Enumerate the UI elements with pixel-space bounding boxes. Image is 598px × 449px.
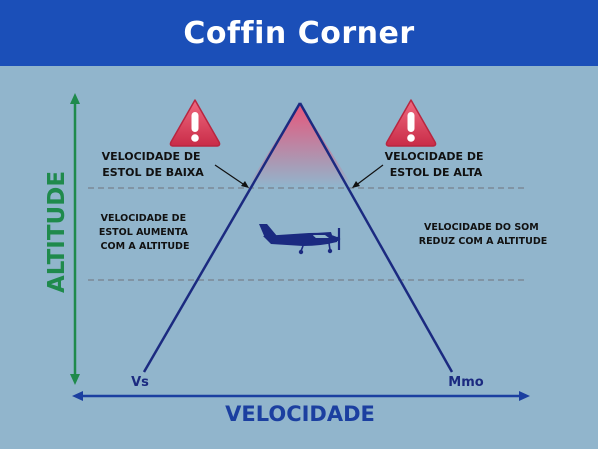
title-bar: Coffin Corner: [0, 0, 598, 66]
x-axis-label: VELOCIDADE: [225, 402, 375, 426]
warning-icon: [169, 99, 221, 147]
stall-speed-line: [142, 102, 302, 373]
high-stall-pointer: [352, 164, 384, 188]
airplane-icon: [259, 224, 341, 255]
vs-label: Vs: [131, 375, 149, 390]
coffin-corner-zone: [247, 103, 353, 187]
stall-increases-label: VELOCIDADE DE ESTOL AUMENTA COM A ALTITU…: [99, 213, 191, 252]
altitude-axis: [70, 93, 80, 385]
sound-reduces-label: VELOCIDADE DO SOM REDUZ COM A ALTITUDE: [419, 222, 548, 247]
high-speed-stall-label: VELOCIDADE DE ESTOL DE ALTA: [385, 150, 488, 179]
low-stall-pointer: [214, 164, 249, 188]
page-title: Coffin Corner: [183, 15, 415, 51]
warning-icon: [385, 99, 437, 147]
low-speed-stall-label: VELOCIDADE DE ESTOL DE BAIXA: [102, 150, 205, 179]
y-axis-label: ALTITUDE: [44, 171, 70, 293]
velocity-axis: [72, 391, 530, 401]
mmo-label: Mmo: [448, 375, 483, 390]
mach-limit-line: [298, 102, 454, 373]
